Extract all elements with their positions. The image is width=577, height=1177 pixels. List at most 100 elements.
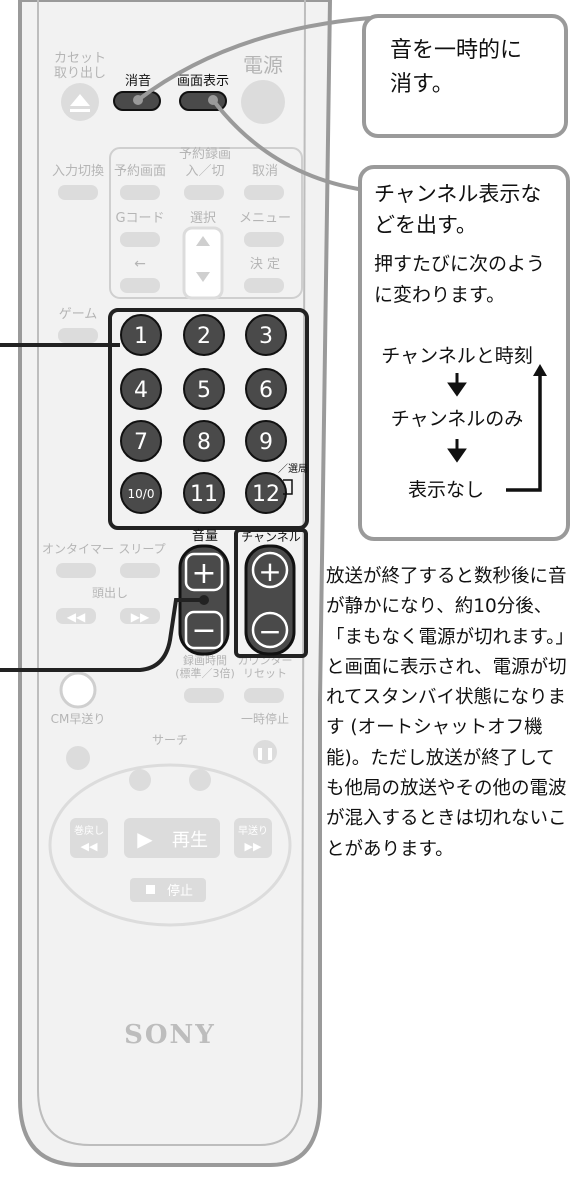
volume-minus-icon: − [191,613,216,648]
channel-minus-icon-ring [251,611,289,649]
input-switch-button [58,185,98,200]
stop-label: 停止 [167,883,193,899]
g-code-label: Gコード [115,211,164,226]
remote-inner-edge [37,0,306,1146]
play-icon: ▶ [137,827,153,851]
sleep-label: スリープ [118,542,165,556]
cue-rewind-icon: ◀◀ [67,610,86,624]
power-label: 電源 [243,53,283,77]
brand-logo: SONY [124,1020,216,1050]
rec-time-label: 録画時間(標準／3倍) [175,653,235,680]
cue-rewind-button [56,608,96,624]
number-button-12[interactable] [245,472,287,514]
cassette-eject-label: カセット取り出し [54,51,106,81]
channel-rocker [244,544,296,656]
number-button-6[interactable] [245,368,287,410]
cancel-label: 取消 [252,164,278,179]
channel-plus-icon: + [258,555,281,588]
pause-icon: ❚❚ [255,746,275,760]
channel-label: チャンネル [241,530,301,544]
timer-rec-label: 予約録画 [179,147,231,162]
number-label: 11 [190,482,218,507]
number-button-9[interactable] [245,420,287,462]
display-callout: チャンネル表示な どを出す。 押すたびに次のよう に変わります。 [358,165,570,541]
eject-icon [70,94,90,112]
volume-minus-box [184,610,224,650]
number-label: 5 [197,378,211,403]
fast-forward-icon: ▶▶ [245,840,262,853]
number-button-3[interactable] [245,314,287,356]
number-label: 7 [134,430,148,455]
number-label: 2 [197,324,211,349]
search-forward-button [189,769,211,791]
select-up-icon [196,236,210,246]
cue-label: 頭出し [92,586,128,600]
number-label: 4 [134,378,148,403]
cue-forward-icon: ▶▶ [131,610,150,624]
number-label: 10/0 [128,487,155,501]
enter-label: 決 定 [250,257,280,272]
timer-screen-button [120,185,160,200]
stop-button [130,878,206,902]
display-callout-line3: 押すたびに次のよう [374,253,546,275]
volume-label: 音量 [192,528,218,544]
transport-ring [48,763,292,927]
display-leader-line [211,98,365,192]
play-button [124,818,220,858]
cm-skip-left-button [66,746,90,770]
number-button-2[interactable] [183,314,225,356]
timer-onoff-label: 入／切 [185,164,224,179]
auto-shutoff-description: 放送が終了すると数秒後に音が静かになり、約10分後、「まもなく電源が切れます。」… [326,566,567,860]
play-label: 再生 [172,830,208,851]
pause-button [253,740,277,764]
channel-select-tag: ／選局 [278,462,308,475]
number-button-7[interactable] [120,420,162,462]
select-down-icon [196,272,210,282]
search-back-button [129,769,151,791]
g-code-button [120,232,160,247]
counter-reset-button [244,688,284,703]
rec-time-button [184,688,224,703]
number-label: 6 [259,378,273,403]
back-arrow-label: ← [134,256,146,272]
number-button-10-0[interactable] [120,472,162,514]
cue-forward-button [120,608,160,624]
display-label: 画面表示 [177,74,229,89]
number-label: 1 [134,324,148,349]
number-label: 8 [197,430,211,455]
number-button-1[interactable] [120,314,162,356]
fast-forward-button [234,818,272,858]
volume-plus-box [184,552,224,592]
display-leader-dot [208,95,218,105]
timer-onoff-button [184,185,224,200]
enter-button [244,278,284,293]
menu-label: メニュー [239,211,291,226]
rewind-icon: ◀◀ [81,840,98,853]
cm-skip-label: CM早送り [51,711,106,726]
on-timer-button [56,563,96,578]
select-label: 選択 [190,211,216,226]
mute-callout-text: 音を一時的に 消す。 [390,38,523,97]
number-button-4[interactable] [120,368,162,410]
sleep-button [120,563,160,578]
number-button-8[interactable] [183,420,225,462]
mute-leader-line [136,16,371,102]
numpad-frame [108,308,309,530]
stop-icon [146,885,155,894]
channel-select-bracket [283,479,293,495]
mute-label: 消音 [125,73,151,89]
game-label: ゲーム [59,307,98,322]
rewind-label: 巻戻し [74,824,104,837]
number-label: 12 [252,482,280,507]
number-label: 3 [259,324,273,349]
cancel-button [244,185,284,200]
number-button-11[interactable] [183,472,225,514]
display-callout-line4: に変わります。 [374,284,506,306]
cm-skip-button [59,671,97,709]
display-callout-line1: チャンネル表示な [374,182,542,206]
pause-label: 一時停止 [241,711,289,726]
channel-plus-icon-ring [251,551,289,589]
channel-minus-icon: − [258,615,281,648]
number-button-5[interactable] [183,368,225,410]
